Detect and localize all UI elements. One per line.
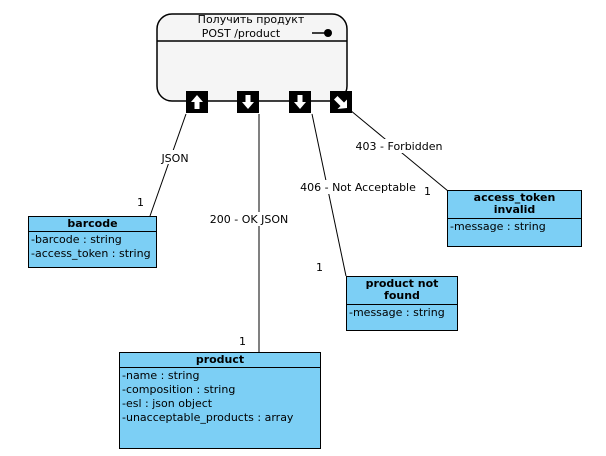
class-access-token-invalid[interactable]: access_token invalid -message : string	[447, 190, 582, 247]
class-product-not-found[interactable]: product not found -message : string	[346, 276, 458, 331]
port-out-200-icon[interactable]	[237, 91, 259, 113]
port-out-403-icon[interactable]	[330, 91, 352, 113]
label-403: 403 - Forbidden	[356, 140, 443, 153]
class-product-not-found-title-line1: product not	[365, 277, 439, 290]
port-in-icon[interactable]	[186, 91, 208, 113]
class-barcode-title: barcode	[29, 217, 156, 232]
port-out-406-icon[interactable]	[289, 91, 311, 113]
class-product-attr: -composition : string	[122, 383, 236, 396]
class-product-not-found-title: product not found	[347, 277, 457, 305]
mult-product: 1	[239, 335, 246, 348]
class-product-attr: -unacceptable_products : array	[122, 411, 294, 424]
mult-token: 1	[424, 185, 431, 198]
class-product-attr: -esl : json object	[122, 397, 213, 410]
class-product-attr: -name : string	[122, 369, 200, 382]
endpoint-path: POST /product	[202, 27, 281, 40]
label-json: JSON	[160, 152, 188, 165]
connector-notfound	[311, 113, 347, 277]
class-product-not-found-title-line2: found	[384, 289, 420, 302]
connector-barcode	[149, 113, 187, 217]
class-product[interactable]: product -name : string -composition : st…	[119, 352, 321, 449]
class-barcode[interactable]: barcode -barcode : string -access_token …	[28, 216, 157, 268]
class-access-token-invalid-title-line2: invalid	[493, 203, 536, 216]
mult-barcode: 1	[137, 196, 144, 209]
class-product-title: product	[120, 353, 320, 368]
class-access-token-invalid-title-line1: access_token	[473, 191, 556, 204]
class-access-token-invalid-attr: -message : string	[450, 220, 546, 233]
class-product-not-found-attr: -message : string	[349, 306, 445, 319]
class-access-token-invalid-title: access_token invalid	[448, 191, 581, 219]
label-200-ok: 200 - OK JSON	[210, 213, 288, 226]
endpoint-title: Получить продукт	[198, 13, 305, 26]
class-barcode-attr: -access_token : string	[31, 247, 151, 260]
label-406: 406 - Not Acceptable	[300, 181, 416, 194]
mult-notfound: 1	[316, 261, 323, 274]
class-barcode-attr: -barcode : string	[31, 233, 122, 246]
endpoint-lollipop-dot	[324, 29, 332, 37]
